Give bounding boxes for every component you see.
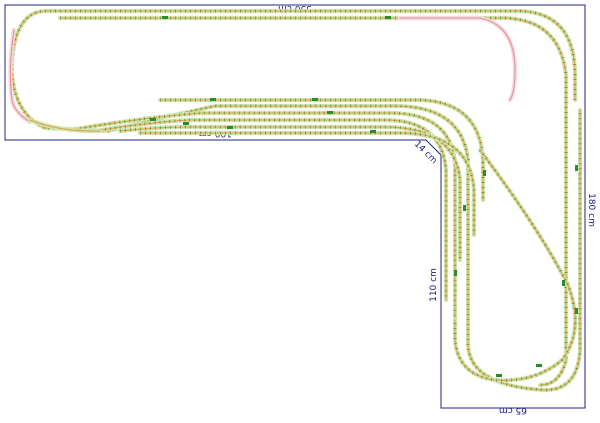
dimension-leg-height: 110 cm — [429, 268, 439, 302]
dimension-right-height: 180 cm — [586, 193, 596, 227]
section-markers — [150, 16, 578, 377]
section-marker — [385, 16, 391, 19]
track-planned-curve — [8, 15, 518, 125]
section-marker — [370, 130, 376, 133]
section-marker — [536, 364, 542, 367]
section-marker — [162, 16, 168, 19]
track-main-loop — [9, 8, 583, 393]
track-yard-2 — [92, 117, 449, 303]
track-left-connector — [27, 117, 103, 134]
section-marker — [312, 98, 318, 101]
dimension-leg-width: 65 cm — [499, 405, 527, 415]
track-teardrop-loop — [452, 147, 578, 383]
section-marker — [575, 308, 578, 314]
section-marker — [327, 111, 333, 114]
track-yard-1 — [67, 110, 458, 333]
dimension-top-width: 350 cm — [278, 3, 312, 13]
section-marker — [575, 165, 578, 171]
section-marker — [562, 280, 565, 286]
dimension-inner-step: 14 cm — [412, 139, 439, 166]
section-marker — [454, 270, 457, 276]
section-marker — [496, 374, 502, 377]
section-marker — [183, 122, 189, 125]
section-marker — [150, 118, 156, 121]
section-marker — [463, 205, 466, 211]
section-marker — [227, 126, 233, 129]
section-marker — [210, 98, 216, 101]
section-marker — [483, 170, 486, 176]
track-yard-4 — [137, 130, 477, 238]
track-yard-3 — [117, 124, 463, 263]
baseboard-outline — [4, 4, 586, 409]
track-upper-parallel — [57, 15, 569, 388]
